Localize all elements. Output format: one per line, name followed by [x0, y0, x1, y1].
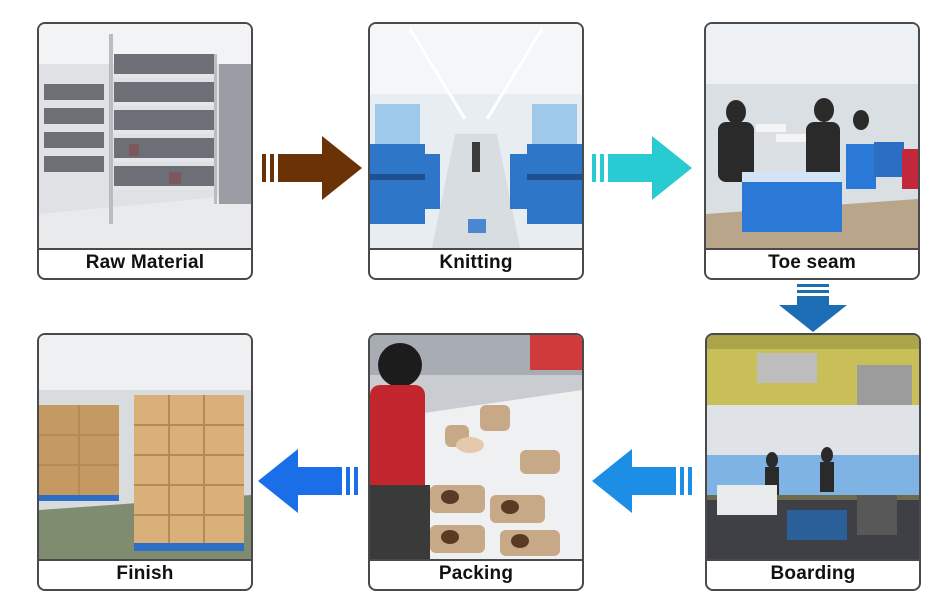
step-label: Knitting: [439, 252, 513, 273]
arrow-knitting-to-toe-seam: [592, 136, 692, 200]
step-card-packing: Packing: [368, 333, 584, 591]
step-label: Packing: [438, 563, 514, 584]
knitting-machines-photo: [370, 24, 582, 250]
step-card-boarding: Boarding: [705, 333, 921, 591]
step-label: Raw Material: [85, 252, 205, 273]
step-card-raw-material: Raw Material: [37, 22, 253, 280]
boarding-workshop-photo: [707, 335, 919, 561]
arrow-raw-material-to-knitting: [262, 136, 362, 200]
arrow-boarding-to-packing: [592, 449, 692, 513]
finished-cartons-photo: [39, 335, 251, 561]
arrow-left-icon: [258, 449, 358, 513]
packing-worker-photo: [370, 335, 582, 561]
step-card-finish: Finish: [37, 333, 253, 591]
step-label: Finish: [116, 563, 174, 584]
arrow-right-icon: [592, 136, 692, 200]
toe-seam-workers-photo: [706, 24, 918, 250]
arrow-toe-seam-to-boarding: [779, 284, 847, 332]
step-label: Boarding: [770, 563, 856, 584]
step-card-knitting: Knitting: [368, 22, 584, 280]
arrow-packing-to-finish: [258, 449, 358, 513]
arrow-down-icon: [779, 284, 847, 332]
step-card-toe-seam: Toe seam: [704, 22, 920, 280]
arrow-right-icon: [262, 136, 362, 200]
step-label: Toe seam: [768, 252, 856, 273]
arrow-left-icon: [592, 449, 692, 513]
warehouse-shelves-photo: [39, 24, 251, 250]
